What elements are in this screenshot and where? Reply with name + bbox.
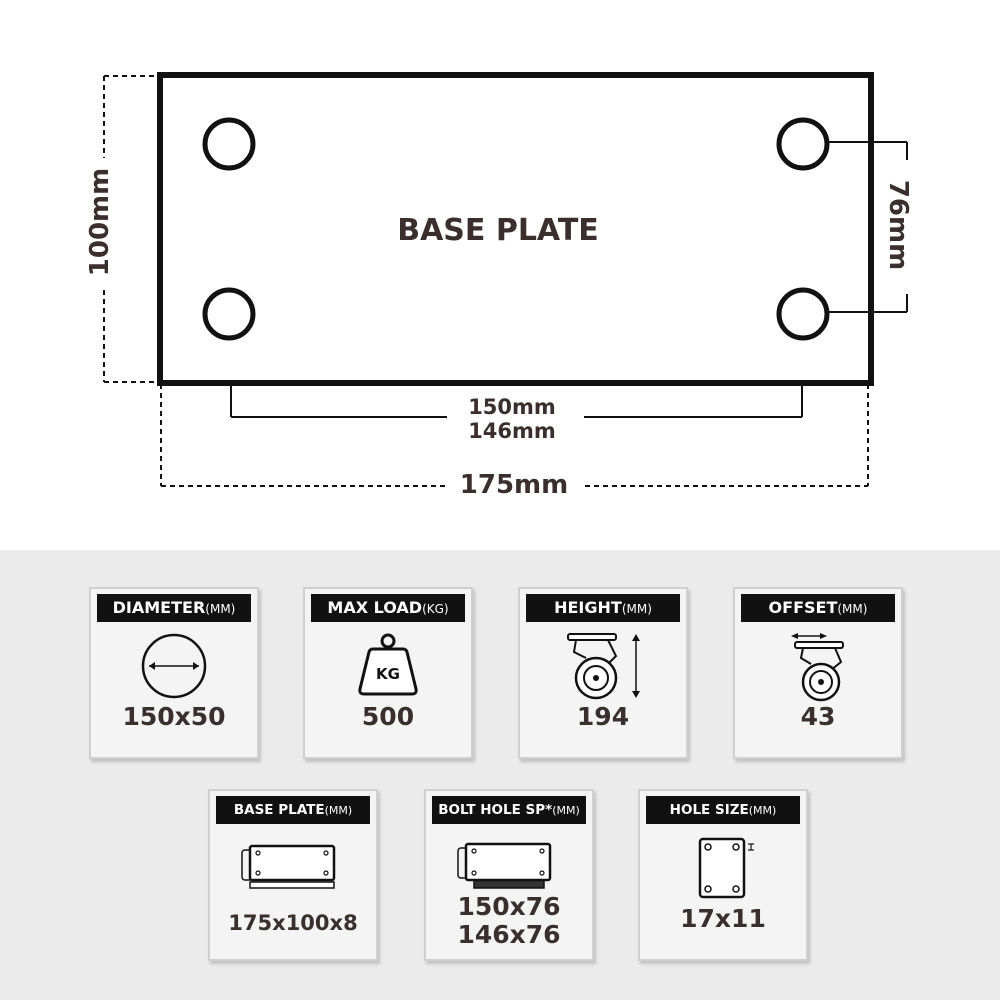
spec-card-title: MAX LOAD(KG)	[311, 594, 465, 622]
spec-value: 43	[800, 702, 836, 731]
spec-card-height: HEIGHT(MM) 194	[518, 587, 688, 759]
spec-value: 500	[361, 702, 415, 731]
spec-value: 150x50	[122, 702, 226, 731]
bolt-hole	[202, 117, 256, 171]
spec-card-max-load: MAX LOAD(KG) KG 500	[303, 587, 473, 759]
weight-icon: KG	[358, 633, 418, 696]
spec-card-title: HOLE SIZE(MM)	[646, 796, 800, 824]
caster-offset-icon	[791, 633, 844, 702]
spec-value: 175x100x8	[228, 911, 358, 935]
spec-value-secondary: 146x76	[457, 920, 561, 949]
spec-card-bolt-hole-spacing: BOLT HOLE SP*(MM) 150x76 146x76	[424, 789, 594, 961]
height-dimension-label: 100mm	[85, 168, 115, 276]
bolt-hole	[202, 287, 256, 341]
plate-label: BASE PLATE	[397, 213, 599, 248]
base-plate-diagram: BASE PLATE 100mm 76mm 150mm 146mm 175mm	[85, 72, 913, 500]
bolt-hole-icon	[457, 842, 552, 889]
spec-card-base-plate: BASE PLATE(MM) 175x100x8	[208, 789, 378, 961]
spec-card-offset: OFFSET(MM) 43	[733, 587, 903, 759]
base-plate-icon	[241, 844, 336, 889]
hole-spacing-label-2: 146mm	[468, 419, 556, 443]
hole-vertical-dimension-label: 76mm	[883, 180, 913, 270]
spec-card-title: HEIGHT(MM)	[526, 594, 680, 622]
spec-value: 150x76	[457, 892, 561, 921]
bolt-hole	[776, 287, 830, 341]
svg-text:KG: KG	[376, 665, 400, 683]
spec-panel: DIAMETER(MM) 150x50 MAX LOAD(KG) KG 500 …	[0, 550, 1000, 1000]
hole-size-icon	[698, 837, 754, 899]
hole-spacing-label-1: 150mm	[468, 395, 556, 419]
caster-height-icon	[567, 633, 640, 700]
spec-value: 17x11	[680, 904, 766, 933]
spec-card-hole-size: HOLE SIZE(MM) 17x11	[638, 789, 808, 961]
spec-card-title: BOLT HOLE SP*(MM)	[432, 796, 586, 824]
spec-card-diameter: DIAMETER(MM) 150x50	[89, 587, 259, 759]
wheel-diameter-icon	[141, 633, 207, 699]
width-dimension-label: 175mm	[460, 470, 568, 500]
spec-value: 194	[576, 702, 630, 731]
spec-card-title: OFFSET(MM)	[741, 594, 895, 622]
bolt-hole	[776, 117, 830, 171]
dimension-diagram-area: BASE PLATE 100mm 76mm 150mm 146mm 175mm	[85, 72, 913, 500]
spec-card-title: BASE PLATE(MM)	[216, 796, 370, 824]
spec-card-title: DIAMETER(MM)	[97, 594, 251, 622]
base-plate-outline	[157, 72, 874, 386]
